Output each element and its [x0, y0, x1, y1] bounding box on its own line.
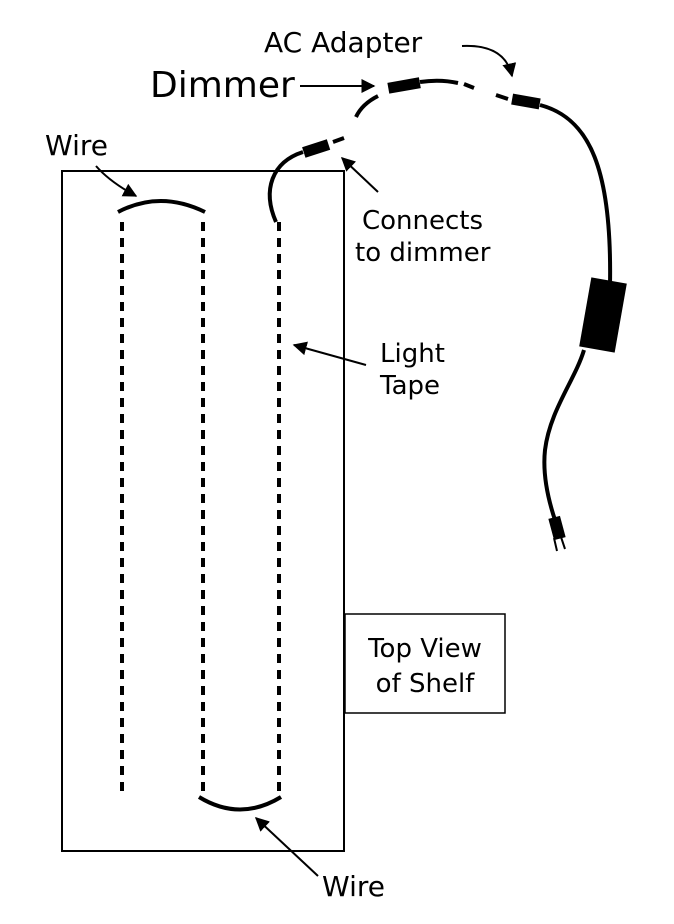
wall-plug-body — [548, 515, 566, 541]
label-wire-top: Wire — [45, 129, 108, 162]
ac-adapter-arrow — [461, 44, 517, 78]
wall-plug-prong-2 — [560, 536, 566, 550]
adapter-connector-plug — [511, 93, 541, 110]
wall-plug-prong-1 — [553, 537, 558, 552]
dimmer-cable-right — [419, 78, 459, 85]
dimmer-body — [387, 77, 421, 94]
tape-connector-tip — [332, 136, 345, 144]
label-connects-line1: Connects — [362, 206, 483, 236]
connects-arrow — [340, 157, 379, 193]
ac-adapter-brick — [579, 277, 627, 353]
label-view-line2: of Shelf — [376, 669, 476, 699]
label-light-line2: Tape — [379, 371, 440, 401]
view-label-box — [344, 613, 506, 714]
label-light-line1: Light — [380, 339, 445, 369]
bottom-jumper-wire — [197, 795, 283, 812]
tape-connector-plug — [302, 139, 331, 158]
light-tape-arrow — [292, 341, 367, 366]
label-wire-bottom: Wire — [322, 870, 385, 903]
wire-top-arrow — [95, 165, 138, 197]
adapter-input-tip — [495, 93, 509, 101]
top-jumper-wire — [117, 199, 206, 214]
dimmer-cable-left — [354, 94, 379, 118]
lead-wire — [267, 150, 304, 223]
adapter-cable — [539, 103, 613, 286]
label-connects-line2: to dimmer — [355, 238, 491, 268]
label-ac-adapter: AC Adapter — [264, 26, 423, 59]
wire-bottom-arrow — [254, 817, 319, 877]
dimmer-output-tip — [463, 82, 475, 90]
label-view-line1: Top View — [367, 634, 482, 664]
label-dimmer: Dimmer — [150, 65, 295, 106]
plug-cable — [542, 349, 586, 521]
shelf-outline — [61, 170, 345, 852]
